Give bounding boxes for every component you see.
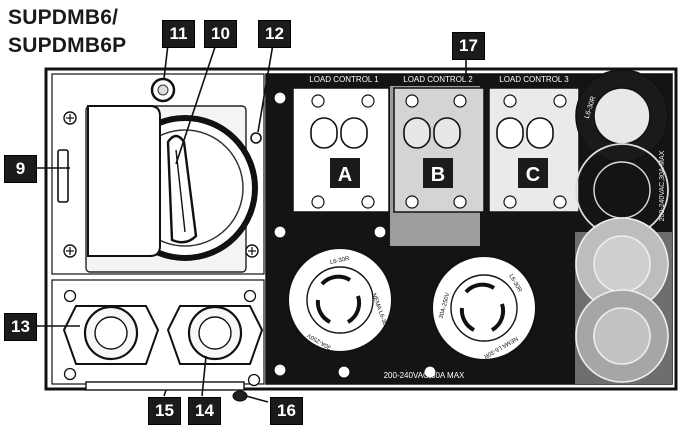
outlet-left-text-1: L6-30R: [330, 256, 351, 266]
model-name-line-1: SUPDMB6/: [8, 6, 119, 29]
leader-lines: [34, 43, 467, 403]
ground-lug: [232, 390, 248, 402]
callout-17: 17: [452, 32, 485, 60]
callout-11: 11: [162, 20, 195, 48]
callout-15: 15: [148, 397, 181, 425]
breaker-label-b: B: [431, 164, 445, 186]
bottom-plate: [85, 381, 245, 391]
side-rating-label: 200-240VAC,30A MAX: [659, 150, 666, 221]
breaker-block-c: [488, 87, 580, 213]
cable-gland-panel: [51, 279, 265, 402]
callout-9: 9: [4, 155, 37, 183]
callout-10: 10: [204, 20, 237, 48]
load-control-2-label: LOAD CONTROL 2: [403, 75, 473, 84]
switch-panel: [51, 73, 265, 275]
switch-cover-flap: [87, 105, 161, 257]
callout-14: 14: [188, 397, 221, 425]
breaker-block-a: [292, 87, 390, 213]
small-hole: [250, 132, 262, 144]
breaker-label-a: A: [338, 164, 352, 186]
switch-handle: [166, 134, 198, 244]
callout-13: 13: [4, 313, 37, 341]
twist-lock-outlet-right: [431, 255, 537, 361]
side-outlet-stack: [575, 69, 669, 383]
breaker-label-c: C: [526, 164, 540, 186]
panel-rating-label: 200-240VAC,30A MAX: [384, 371, 465, 380]
callout-16: 16: [270, 397, 303, 425]
twist-lock-outlet-left: [287, 247, 393, 353]
output-panel: [265, 69, 673, 385]
flap-latch: [57, 149, 69, 203]
load-control-1-label: LOAD CONTROL 1: [309, 75, 379, 84]
model-name-line-2: SUPDMB6P: [8, 34, 127, 57]
load-control-3-label: LOAD CONTROL 3: [499, 75, 569, 84]
callout-12: 12: [258, 20, 291, 48]
breaker-block-b: [393, 87, 485, 213]
